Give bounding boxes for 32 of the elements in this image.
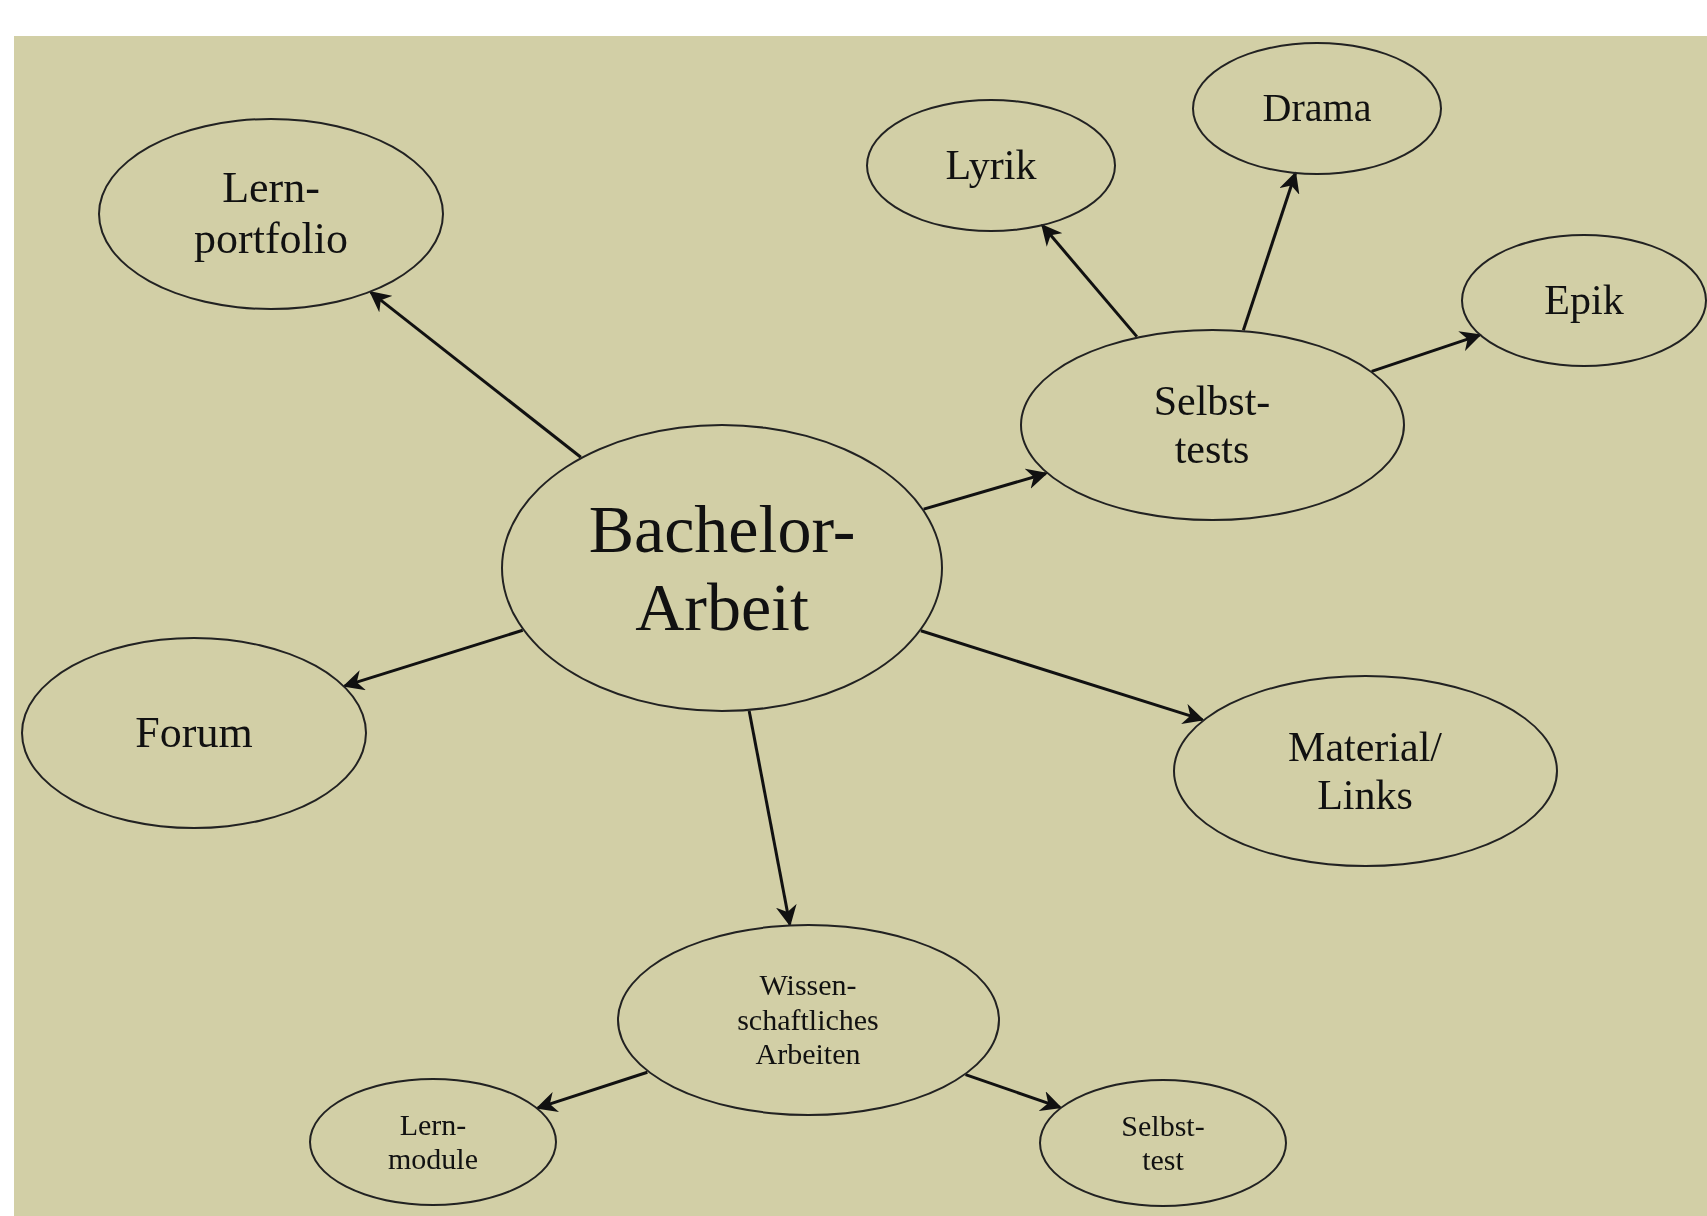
topic-label: Selbst- test <box>1120 1108 1206 1178</box>
arrow <box>369 291 582 459</box>
topic-ellipse <box>98 118 444 310</box>
topic-label: Material/ Links <box>1287 722 1443 820</box>
topic-label: Bachelor- Arbeit <box>587 489 857 647</box>
arrow <box>923 468 1048 511</box>
topic-ellipse <box>866 98 1116 232</box>
arrow <box>1371 331 1482 373</box>
topic-ellipse <box>309 1078 557 1206</box>
topic-ellipse <box>501 424 943 712</box>
arrow <box>342 628 524 691</box>
arrow <box>747 710 797 927</box>
topic-label: Wissen- schaftliches Arbeiten <box>736 968 880 1072</box>
topic-ellipse <box>1461 233 1707 367</box>
topic-ellipse <box>1172 675 1558 867</box>
topic-label: Lyrik <box>944 140 1038 190</box>
topic-label: Epik <box>1543 275 1625 325</box>
arrow <box>965 1073 1063 1112</box>
topic-label: Lern- portfolio <box>193 163 349 265</box>
arrow <box>1041 224 1138 338</box>
topic-ellipse <box>1039 1079 1287 1207</box>
topic-label: Selbst- tests <box>1152 376 1272 474</box>
topic-ellipse <box>1019 329 1405 521</box>
topic-ellipse <box>21 637 367 829</box>
arrow <box>1241 171 1300 331</box>
arrow <box>920 629 1205 724</box>
topic-label: Drama <box>1261 85 1373 131</box>
topic-ellipse <box>1192 41 1442 175</box>
topic-ellipse <box>616 924 1000 1116</box>
topic-label: Lern- module <box>387 1107 479 1177</box>
topic-label: Forum <box>134 707 254 759</box>
arrow <box>535 1070 648 1112</box>
